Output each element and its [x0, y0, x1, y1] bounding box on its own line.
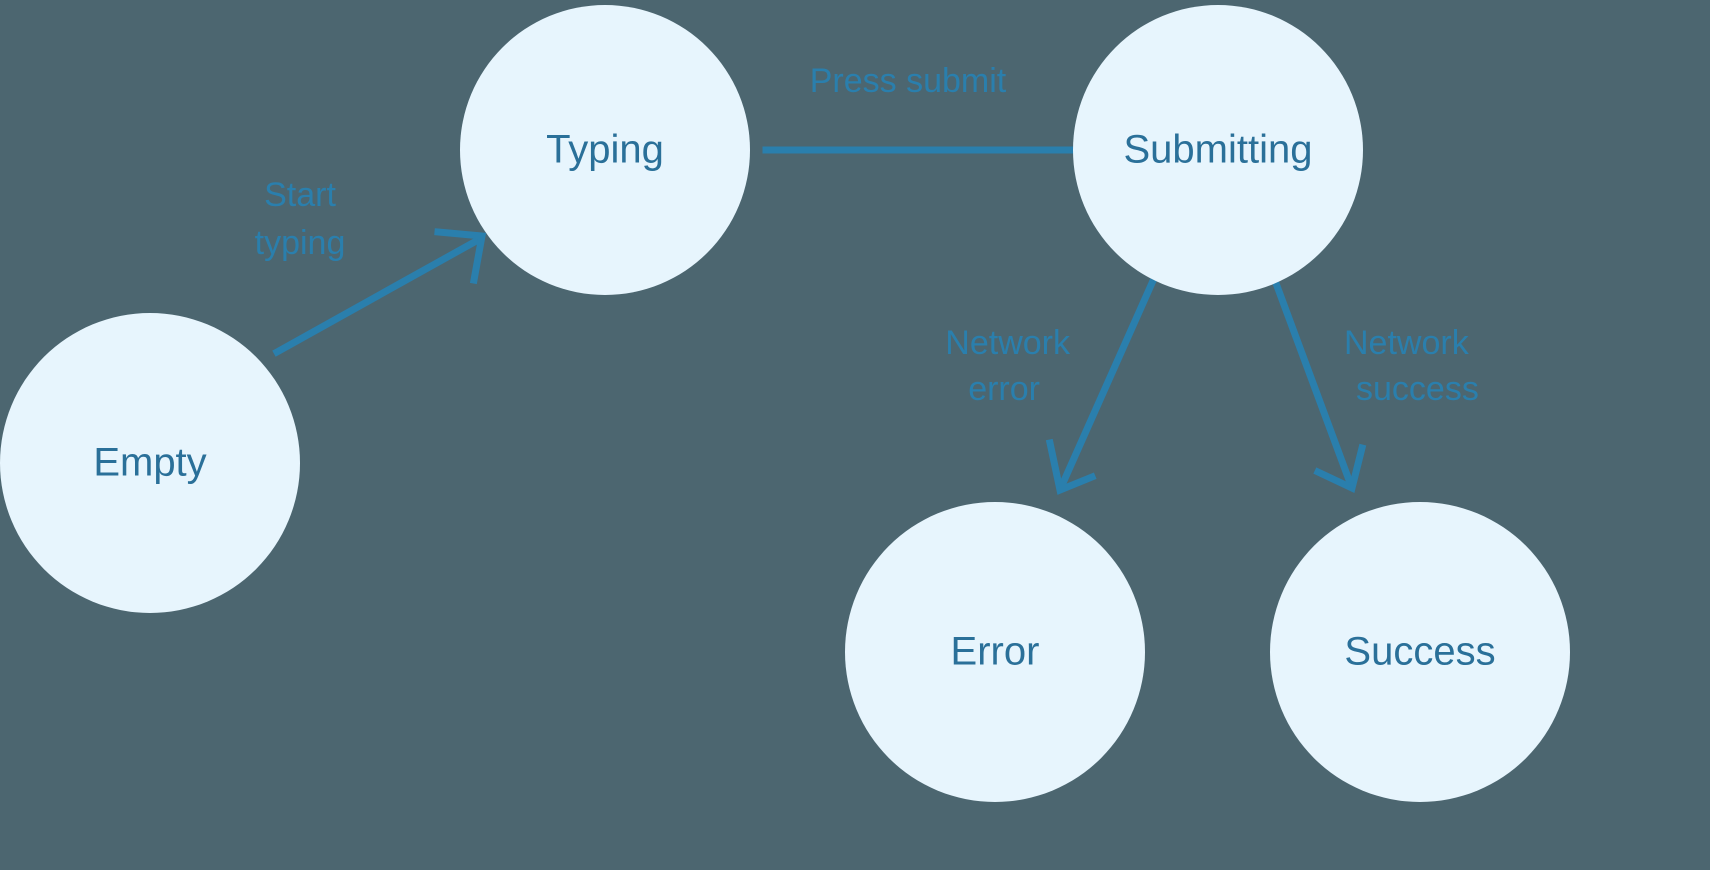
state-node-error-label: Error	[951, 630, 1040, 674]
edge-empty-to-typing: Start typing	[255, 176, 487, 357]
state-node-error[interactable]: Error	[845, 502, 1145, 802]
edge-submitting-to-error-arrowhead	[1045, 438, 1097, 495]
state-node-error-circle[interactable]	[845, 502, 1145, 802]
edge-typing-to-submitting: Press submit	[762, 62, 1151, 187]
edge-label-start-typing-line1: Start	[264, 176, 336, 214]
edge-empty-to-typing-line	[272, 235, 483, 357]
edge-label-network-success-line2: success	[1356, 370, 1479, 408]
edge-label-network-success-line1: Network	[1344, 324, 1470, 362]
edge-submitting-to-success-arrowhead	[1313, 443, 1367, 493]
edge-submitting-to-error: Network error	[945, 278, 1157, 495]
state-node-typing-label: Typing	[546, 128, 664, 172]
state-node-submitting[interactable]: Submitting	[1073, 5, 1363, 295]
state-node-success-circle[interactable]	[1270, 502, 1570, 802]
state-node-success[interactable]: Success	[1270, 502, 1570, 802]
state-node-typing[interactable]: Typing	[460, 5, 750, 295]
state-node-success-label: Success	[1344, 630, 1495, 674]
state-node-empty[interactable]: Empty	[0, 313, 300, 613]
state-node-submitting-label: Submitting	[1124, 128, 1313, 172]
edge-empty-to-typing-arrowhead	[434, 228, 487, 285]
edge-label-network-error-line2: error	[968, 370, 1040, 408]
edge-submitting-to-error-line	[1058, 278, 1157, 488]
edge-label-network-error-line1: Network	[945, 324, 1071, 362]
state-node-submitting-circle[interactable]	[1073, 5, 1363, 295]
edge-submitting-to-success: Network success	[1272, 281, 1479, 493]
state-node-empty-label: Empty	[93, 441, 206, 485]
edge-submitting-to-success-line	[1272, 281, 1354, 485]
edge-label-press-submit: Press submit	[810, 62, 1007, 100]
state-node-empty-circle[interactable]	[0, 313, 300, 613]
edge-label-start-typing-line2: typing	[255, 224, 346, 262]
state-node-typing-circle[interactable]	[460, 5, 750, 295]
